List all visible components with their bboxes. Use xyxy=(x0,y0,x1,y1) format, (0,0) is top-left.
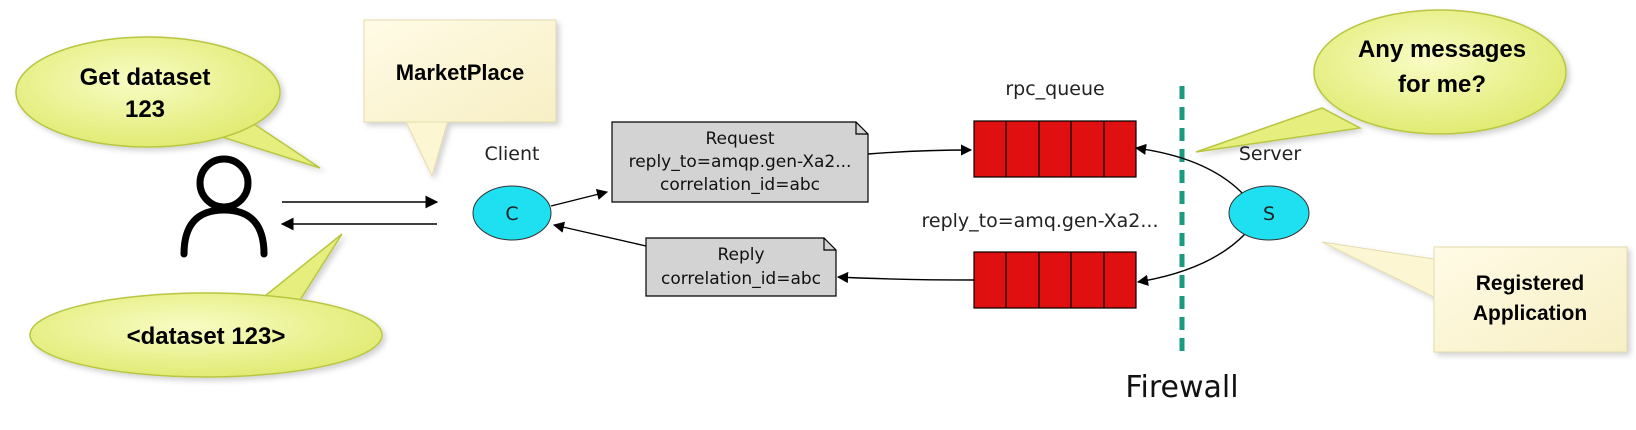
server-poll-line-2: for me? xyxy=(1398,71,1486,98)
request-reply-to: reply_to=amqp.gen-Xa2... xyxy=(629,152,852,172)
client-label: Client xyxy=(484,143,539,165)
reply-message-box xyxy=(645,237,837,297)
response-speech-bubble xyxy=(29,233,383,378)
registered-app-line-2: Application xyxy=(1473,302,1587,325)
request-title: Request xyxy=(705,129,774,149)
user-icon xyxy=(180,155,268,258)
firewall-label: Firewall xyxy=(1125,370,1238,405)
marketplace-label: MarketPlace xyxy=(396,60,524,85)
request-speech-bubble xyxy=(15,36,321,169)
reply-correlation-id: correlation_id=abc xyxy=(661,269,821,289)
server-node xyxy=(1228,185,1310,241)
reply-title: Reply xyxy=(717,245,764,265)
queue-to-reply-arrow xyxy=(836,271,975,284)
server-poll-speech-bubble xyxy=(1195,9,1567,153)
request-bubble-line-2: 123 xyxy=(125,96,165,123)
request-to-queue-arrow xyxy=(867,144,973,156)
server-publish-arrow xyxy=(1136,233,1246,286)
server-consume-arrow xyxy=(1134,143,1246,197)
marketplace-callout xyxy=(363,19,557,178)
reply-to-client-arrow xyxy=(552,221,647,247)
rpc-queue-label: rpc_queue xyxy=(1005,78,1104,100)
registered-app-callout xyxy=(1321,241,1628,353)
client-to-request-arrow xyxy=(550,189,609,207)
server-label: Server xyxy=(1239,143,1301,165)
request-bubble-line-1: Get dataset xyxy=(80,64,211,91)
response-bubble-text: <dataset 123> xyxy=(127,323,286,350)
client-node xyxy=(472,185,552,241)
reply-queue-label: reply_to=amq.gen-Xa2... xyxy=(922,210,1159,232)
rpc-queue xyxy=(973,120,1137,178)
server-poll-line-1: Any messages xyxy=(1358,36,1526,63)
reply-queue xyxy=(973,251,1137,309)
server-node-letter: S xyxy=(1263,203,1275,225)
request-correlation-id: correlation_id=abc xyxy=(660,175,820,195)
request-message-box xyxy=(611,121,869,203)
client-node-letter: C xyxy=(505,203,518,225)
registered-app-line-1: Registered xyxy=(1476,272,1585,295)
